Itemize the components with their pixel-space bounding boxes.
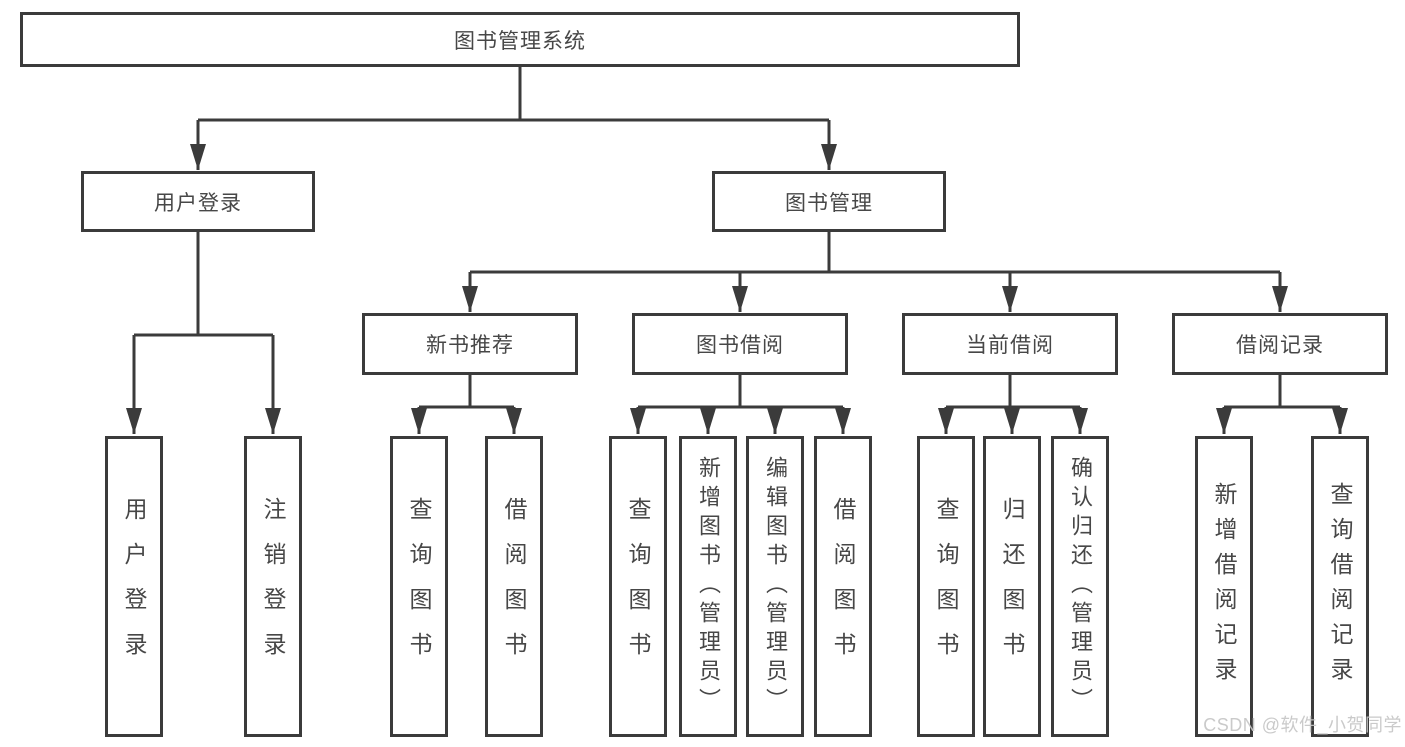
leaf-edit-books-admin: 编辑图书（管理员） — [746, 436, 804, 737]
node-book-management: 图书管理 — [712, 171, 946, 232]
node-root-system: 图书管理系统 — [20, 12, 1020, 67]
leaf-query-books-recommend: 查询图书 — [390, 436, 448, 737]
leaf-query-borrow-record: 查询借阅记录 — [1311, 436, 1369, 737]
node-new-book-recommend: 新书推荐 — [362, 313, 578, 375]
node-current-borrow: 当前借阅 — [902, 313, 1118, 375]
leaf-borrow-books-recommend: 借阅图书 — [485, 436, 543, 737]
leaf-return-books: 归还图书 — [983, 436, 1041, 737]
node-user-login: 用户登录 — [81, 171, 315, 232]
branch-rails — [134, 67, 1340, 409]
watermark: CSDN @软件_小贺同学 — [1203, 715, 1402, 735]
node-borrow-records: 借阅记录 — [1172, 313, 1388, 375]
leaf-logout: 注销登录 — [244, 436, 302, 737]
leaf-add-books-admin: 新增图书（管理员） — [679, 436, 737, 737]
leaf-user-login: 用户登录 — [105, 436, 163, 737]
leaf-borrow-books: 借阅图书 — [814, 436, 872, 737]
leaf-query-books-borrow: 查询图书 — [609, 436, 667, 737]
leaf-add-borrow-record: 新增借阅记录 — [1195, 436, 1253, 737]
leaf-query-books-current: 查询图书 — [917, 436, 975, 737]
leaf-confirm-return-admin: 确认归还（管理员） — [1051, 436, 1109, 737]
node-book-borrow: 图书借阅 — [632, 313, 848, 375]
